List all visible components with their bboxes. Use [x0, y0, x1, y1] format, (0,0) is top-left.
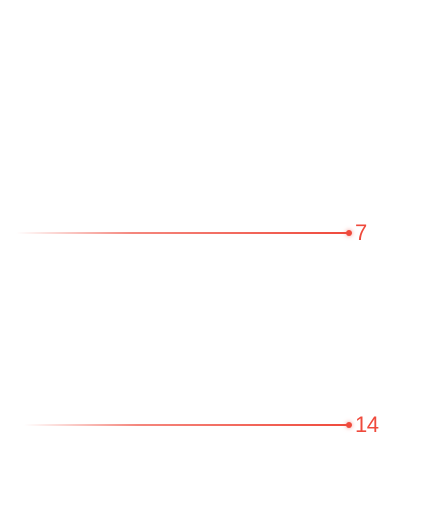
marker-value-label: 14	[355, 412, 379, 437]
marker-row: 7	[0, 221, 440, 245]
leader-line	[24, 424, 349, 426]
marker-dot	[346, 230, 352, 236]
leader-line	[16, 232, 349, 234]
marker-value-label: 7	[355, 220, 367, 245]
marker-row: 14	[0, 413, 440, 437]
marker-dot	[346, 422, 352, 428]
